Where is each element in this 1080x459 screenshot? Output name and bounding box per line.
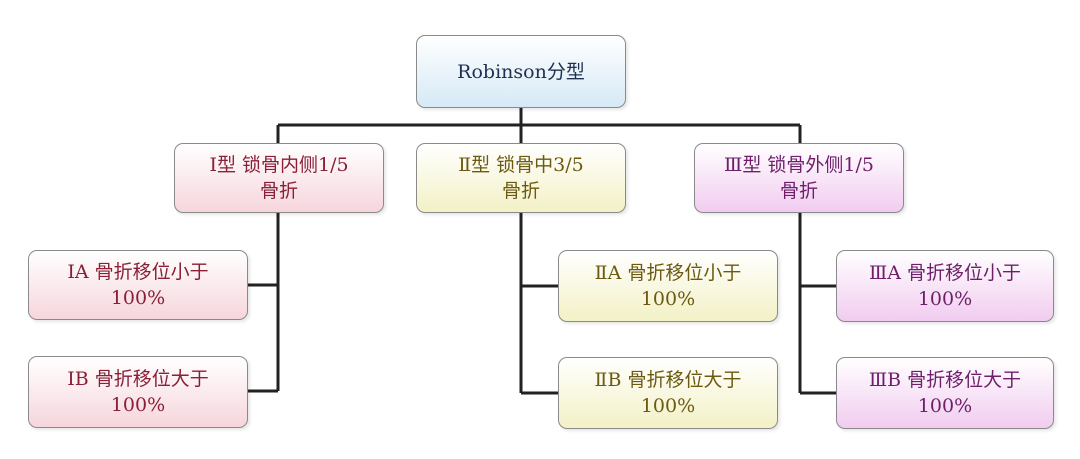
- root-node: Robinson分型: [416, 35, 626, 108]
- subtype-3b-node: ⅢB 骨折移位大于 100%: [836, 357, 1054, 429]
- type-1-line2: 骨折: [259, 180, 298, 202]
- type-3-node: Ⅲ型 锁骨外侧1/5 骨折: [694, 143, 904, 213]
- subtype-2a-node: ⅡA 骨折移位小于 100%: [558, 250, 778, 322]
- subtype-3a-line2: 100%: [917, 288, 973, 310]
- subtype-2b-line1: ⅡB 骨折移位大于: [594, 369, 742, 391]
- subtype-1b-node: ⅠB 骨折移位大于 100%: [28, 356, 248, 428]
- type-1-node: Ⅰ型 锁骨内侧1/5 骨折: [174, 143, 384, 213]
- root-label: Robinson分型: [457, 60, 585, 83]
- subtype-1a-line2: 100%: [110, 287, 166, 309]
- subtype-3b-line1: ⅢB 骨折移位大于: [868, 369, 1022, 391]
- type-1-line1: Ⅰ型 锁骨内侧1/5: [209, 154, 349, 176]
- subtype-2a-line1: ⅡA 骨折移位小于: [594, 262, 742, 284]
- subtype-1a-node: ⅠA 骨折移位小于 100%: [28, 250, 248, 320]
- subtype-1a-line1: ⅠA 骨折移位小于: [67, 261, 209, 283]
- subtype-1b-line2: 100%: [110, 394, 166, 416]
- subtype-1b-line1: ⅠB 骨折移位大于: [67, 368, 209, 390]
- type-3-line1: Ⅲ型 锁骨外侧1/5: [724, 154, 874, 176]
- type-3-line2: 骨折: [779, 180, 818, 202]
- subtype-2b-line2: 100%: [640, 395, 696, 417]
- type-2-line2: 骨折: [501, 180, 540, 202]
- subtype-3a-line1: ⅢA 骨折移位小于: [868, 262, 1022, 284]
- subtype-2a-line2: 100%: [640, 288, 696, 310]
- subtype-3a-node: ⅢA 骨折移位小于 100%: [836, 250, 1054, 322]
- subtype-2b-node: ⅡB 骨折移位大于 100%: [558, 357, 778, 429]
- type-2-node: Ⅱ型 锁骨中3/5 骨折: [416, 143, 626, 213]
- subtype-3b-line2: 100%: [917, 395, 973, 417]
- type-2-line1: Ⅱ型 锁骨中3/5: [458, 154, 584, 176]
